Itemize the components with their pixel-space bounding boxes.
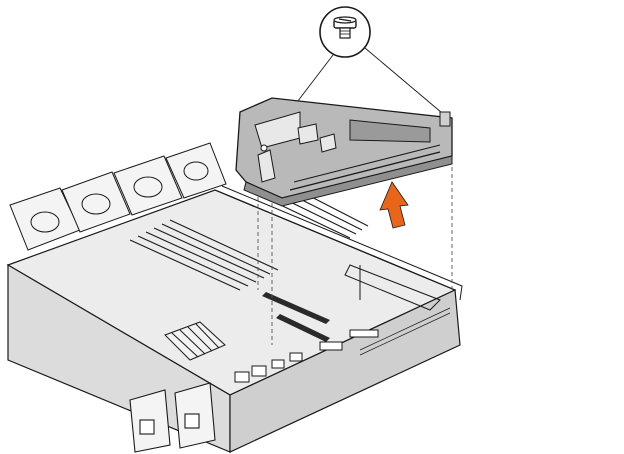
riser-cage bbox=[235, 97, 453, 207]
riser-slot-area bbox=[344, 264, 441, 311]
screw-callout bbox=[319, 6, 371, 58]
lift-up-arrow-icon bbox=[379, 181, 409, 229]
pcie-slots bbox=[262, 292, 330, 342]
rear-io-ports bbox=[234, 329, 379, 383]
memory-slots bbox=[129, 187, 369, 291]
thumbscrew-icon bbox=[333, 16, 357, 39]
alignment-dashed-lines bbox=[257, 125, 453, 345]
heatsink bbox=[164, 321, 226, 361]
server-chassis bbox=[6, 142, 463, 453]
vent-strip bbox=[359, 307, 451, 356]
power-supplies bbox=[129, 382, 216, 453]
fan-modules bbox=[9, 142, 227, 251]
